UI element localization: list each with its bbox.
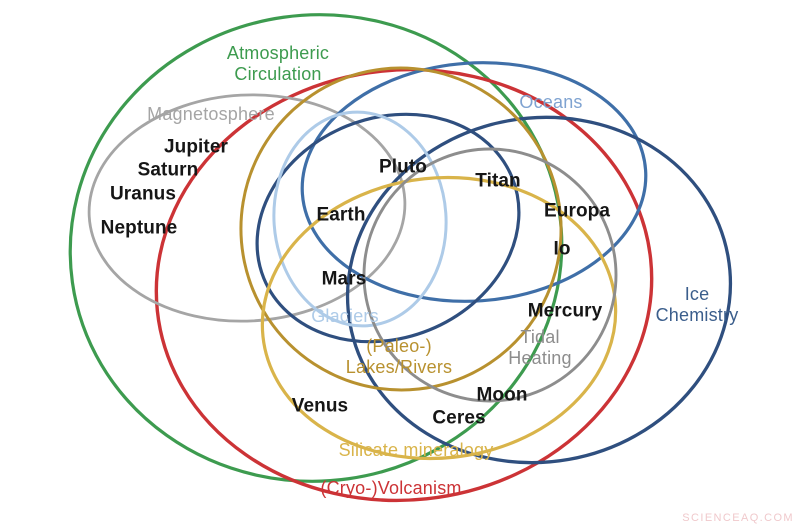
- ellipse-navy-inner-lobe: [255, 112, 521, 344]
- ellipse-paleo-lakes-rivers: [239, 66, 563, 392]
- ellipse-oceans: [300, 61, 648, 303]
- watermark: SCIENCEAQ.COM: [682, 512, 794, 524]
- ellipse-tidal-heating: [362, 147, 618, 403]
- ellipse-cryo-volcanism: [154, 67, 654, 503]
- ellipse-magnetosphere: [87, 93, 407, 323]
- ellipse-glaciers: [272, 110, 448, 328]
